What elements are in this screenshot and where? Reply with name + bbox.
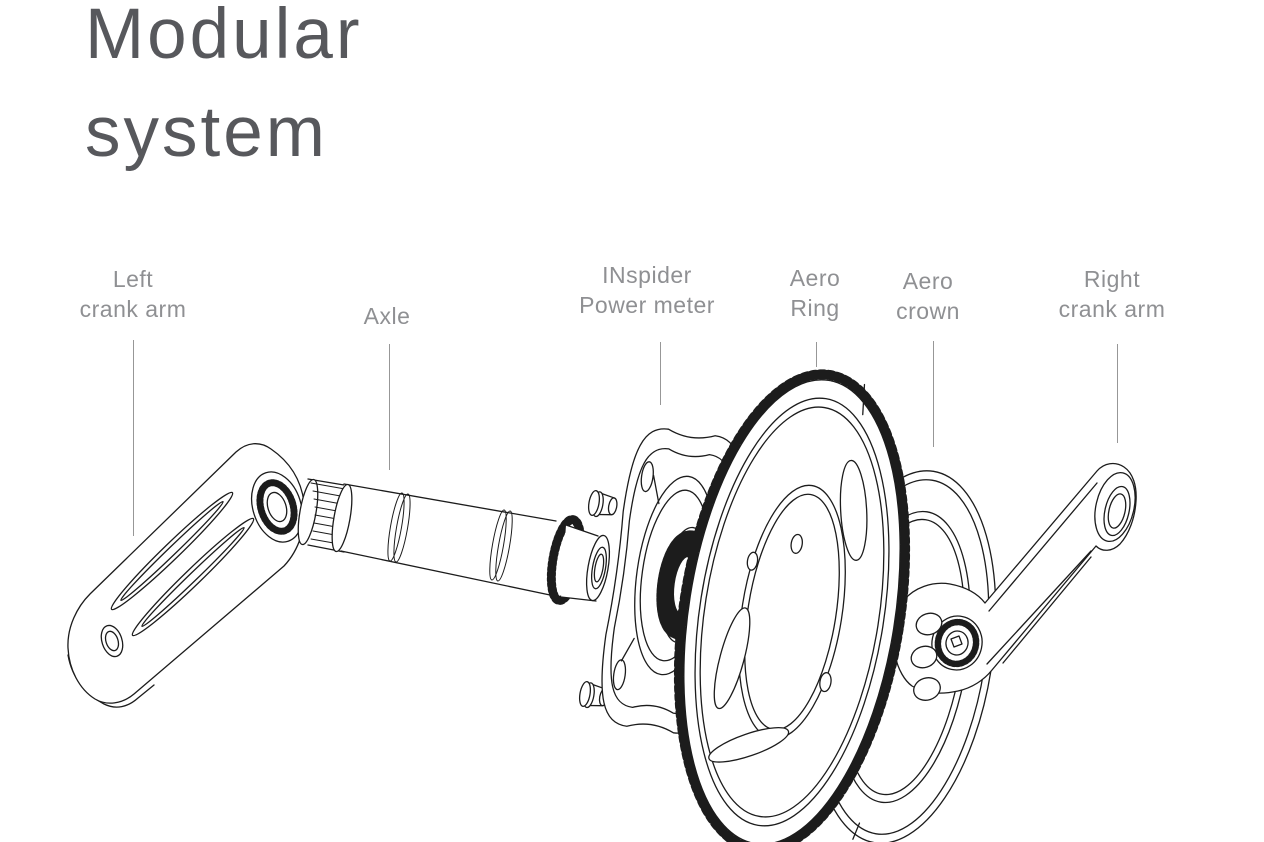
axle-grooves [387, 492, 513, 582]
ring-hole [746, 551, 759, 571]
page-title-line1: Modular [85, 0, 363, 74]
spider-mount-hole [640, 461, 655, 492]
aero-ring [673, 369, 911, 842]
leader-line-right-crank-arm [1117, 344, 1118, 443]
right-crank-arm [893, 462, 1137, 701]
axle-bore [590, 546, 608, 590]
label-left-crank-arm: Left crank arm [79, 266, 187, 322]
page-title: Modular system [85, 0, 363, 182]
crank-slot [131, 517, 255, 637]
ring-cutout [839, 459, 868, 561]
flange-hole [913, 677, 941, 701]
leader-line-axle [389, 344, 390, 470]
flange-hole [910, 645, 938, 669]
ring-hole [790, 533, 803, 554]
leader-line-aero-crown [933, 341, 934, 447]
flange-hole [915, 612, 943, 636]
label-inspider-power-meter: INspider Power meter [579, 262, 715, 318]
axle [297, 478, 611, 605]
label-aero-crown: Aero crown [896, 268, 960, 324]
ring-hole [819, 672, 832, 693]
leader-line-left-crank-arm [133, 340, 134, 536]
chainring-bolt [586, 489, 620, 521]
label-aero-ring: Aero Ring [789, 265, 841, 321]
pedal-eye [1094, 471, 1136, 543]
spline-bore [256, 479, 298, 535]
page-title-line2: system [85, 93, 328, 172]
ring-cutout [713, 607, 751, 710]
label-right-crank-arm: Right crank arm [1058, 266, 1166, 322]
spline-boss [250, 471, 304, 543]
ring-cutout [708, 727, 790, 763]
left-crank-arm [67, 443, 306, 708]
label-axle: Axle [363, 303, 411, 329]
crank-slot [110, 491, 234, 611]
leader-line-inspider-power-meter [660, 342, 661, 405]
leader-line-aero-ring [816, 342, 817, 367]
